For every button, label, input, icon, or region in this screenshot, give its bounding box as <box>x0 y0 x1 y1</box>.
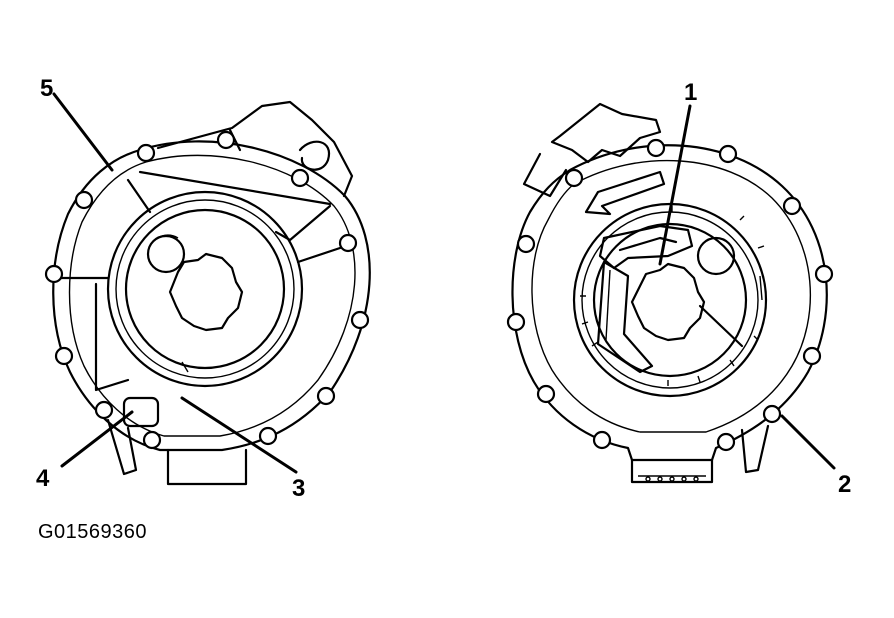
callout-5: 5 <box>40 75 53 102</box>
leader-line-2 <box>780 414 836 470</box>
leader-line-5 <box>52 92 114 172</box>
figure-id: G01569360 <box>38 521 148 543</box>
leader-line-1 <box>658 104 692 266</box>
leader-line-3 <box>180 396 298 474</box>
callout-2: 2 <box>838 471 851 498</box>
clockspring-front-view <box>506 102 834 484</box>
callout-3: 3 <box>292 475 305 502</box>
clockspring-rear-view <box>44 100 371 486</box>
callout-1: 1 <box>684 79 697 106</box>
callout-4: 4 <box>36 465 50 492</box>
leader-line-4 <box>60 410 134 468</box>
